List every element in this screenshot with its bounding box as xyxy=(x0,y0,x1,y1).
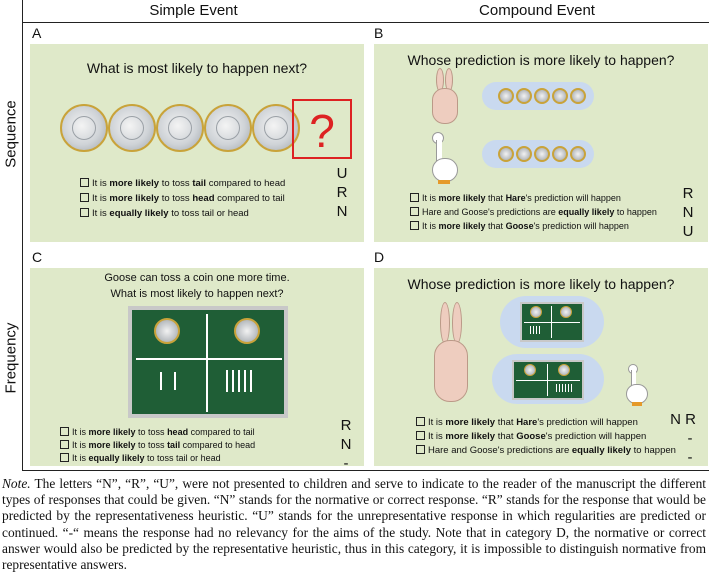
coin-icon xyxy=(570,146,586,162)
coin-tail-icon xyxy=(234,318,260,344)
hare-tally-board xyxy=(520,302,584,342)
coin-icon xyxy=(534,88,550,104)
option[interactable]: It is more likely that Hare's prediction… xyxy=(410,191,657,205)
response-code: N xyxy=(340,436,352,453)
coin-icon xyxy=(552,88,568,104)
panel-c-codes: R N - xyxy=(334,416,358,473)
figure-note: Note. The letters “N”, “R”, “U”, were no… xyxy=(2,476,706,573)
coin-icon xyxy=(570,88,586,104)
tally-marks xyxy=(556,384,572,392)
panel-c: Goose can toss a coin one more time. Wha… xyxy=(30,268,364,472)
panel-d: Whose prediction is more likely to happe… xyxy=(374,268,708,466)
coin-icon xyxy=(156,104,204,152)
tally-marks-tail xyxy=(226,370,252,392)
panel-b-title: Whose prediction is more likely to happe… xyxy=(407,52,675,68)
panel-b: Whose prediction is more likely to happe… xyxy=(374,44,708,242)
note-text: The letters “N”, “R”, “U”, were not pres… xyxy=(2,476,706,573)
response-code: - xyxy=(687,449,693,466)
checkbox-icon xyxy=(80,208,89,217)
checkbox-icon xyxy=(410,221,419,230)
option[interactable]: It is more likely that Hare's prediction… xyxy=(416,416,676,430)
response-code: - xyxy=(343,455,349,472)
option[interactable]: It is equally likely to toss tail or hea… xyxy=(80,206,285,221)
coin-icon xyxy=(552,146,568,162)
panel-a-title: What is most likely to happen next? xyxy=(86,60,308,76)
row-label-frequency: Frequency xyxy=(2,322,20,394)
checkbox-icon xyxy=(60,453,69,462)
hare-icon xyxy=(428,302,472,402)
response-code: N R xyxy=(670,411,696,428)
panel-b-codes: R N U xyxy=(676,184,700,241)
coin-icon xyxy=(524,364,536,376)
divider-top xyxy=(22,22,709,23)
divider-bottom xyxy=(22,470,709,471)
option[interactable]: It is more likely to toss head compared … xyxy=(60,426,255,439)
checkbox-icon xyxy=(410,193,419,202)
checkbox-icon xyxy=(410,207,419,216)
response-code: R xyxy=(682,185,694,202)
coin-icon xyxy=(60,104,108,152)
row-label-sequence: Sequence xyxy=(2,100,20,168)
panel-c-options: It is more likely to toss head compared … xyxy=(60,426,255,465)
coin-icon xyxy=(498,146,514,162)
option[interactable]: It is more likely to toss tail compared … xyxy=(60,439,255,452)
column-header-compound: Compound Event xyxy=(479,2,595,19)
column-header-simple: Simple Event xyxy=(149,2,238,19)
panel-b-options: It is more likely that Hare's prediction… xyxy=(410,191,657,233)
panel-a-codes: U R N xyxy=(330,164,354,221)
coin-icon xyxy=(498,88,514,104)
panel-a-letter: A xyxy=(32,25,42,41)
checkbox-icon xyxy=(60,427,69,436)
panel-d-codes: N R - - xyxy=(666,410,700,467)
panel-d-title: Whose prediction is more likely to happe… xyxy=(407,276,675,292)
panel-b-letter: B xyxy=(374,25,384,41)
panel-a-options: It is more likely to toss tail compared … xyxy=(80,176,285,221)
hare-icon xyxy=(430,68,460,124)
option[interactable]: Hare and Goose's predictions are equally… xyxy=(410,205,657,219)
panel-c-letter: C xyxy=(32,249,43,265)
response-code: U xyxy=(336,165,348,182)
checkbox-icon xyxy=(80,178,89,187)
coin-icon xyxy=(560,306,572,318)
response-code: R xyxy=(336,184,348,201)
response-code: N xyxy=(336,203,348,220)
option[interactable]: It is more likely to toss head compared … xyxy=(80,191,285,206)
response-code: R xyxy=(340,417,352,434)
response-code: N xyxy=(682,204,694,221)
response-code: U xyxy=(682,223,694,240)
coin-head-icon xyxy=(154,318,180,344)
option[interactable]: It is equally likely to toss tail or hea… xyxy=(60,452,255,465)
panel-c-title-line2: What is most likely to happen next? xyxy=(110,288,284,300)
option[interactable]: Hare and Goose's predictions are equally… xyxy=(416,444,676,458)
panel-a: What is most likely to happen next? ? It… xyxy=(30,44,364,242)
option[interactable]: It is more likely that Goose's predictio… xyxy=(416,430,676,444)
divider-vertical xyxy=(22,0,23,470)
coin-icon xyxy=(516,146,532,162)
checkbox-icon xyxy=(416,445,425,454)
panel-d-options: It is more likely that Hare's prediction… xyxy=(416,416,676,458)
response-code: - xyxy=(687,430,693,447)
coin-icon xyxy=(530,306,542,318)
checkbox-icon xyxy=(80,193,89,202)
note-label: Note. xyxy=(2,476,31,491)
tally-marks-head xyxy=(160,372,176,390)
checkbox-icon xyxy=(416,417,425,426)
option[interactable]: It is more likely that Goose's predictio… xyxy=(410,219,657,233)
question-mark-box: ? xyxy=(292,99,352,159)
coin-icon xyxy=(108,104,156,152)
tally-marks xyxy=(530,326,542,334)
goose-icon xyxy=(428,132,460,188)
goose-tally-board xyxy=(512,360,584,400)
coin-icon xyxy=(516,88,532,104)
checkbox-icon xyxy=(60,440,69,449)
coin-icon xyxy=(534,146,550,162)
panel-c-title-line1: Goose can toss a coin one more time. xyxy=(104,272,290,284)
option[interactable]: It is more likely to toss tail compared … xyxy=(80,176,285,191)
panel-d-letter: D xyxy=(374,249,385,265)
coin-icon xyxy=(204,104,252,152)
goose-icon xyxy=(624,364,650,410)
coin-icon xyxy=(558,364,570,376)
checkbox-icon xyxy=(416,431,425,440)
tally-board xyxy=(128,306,288,418)
